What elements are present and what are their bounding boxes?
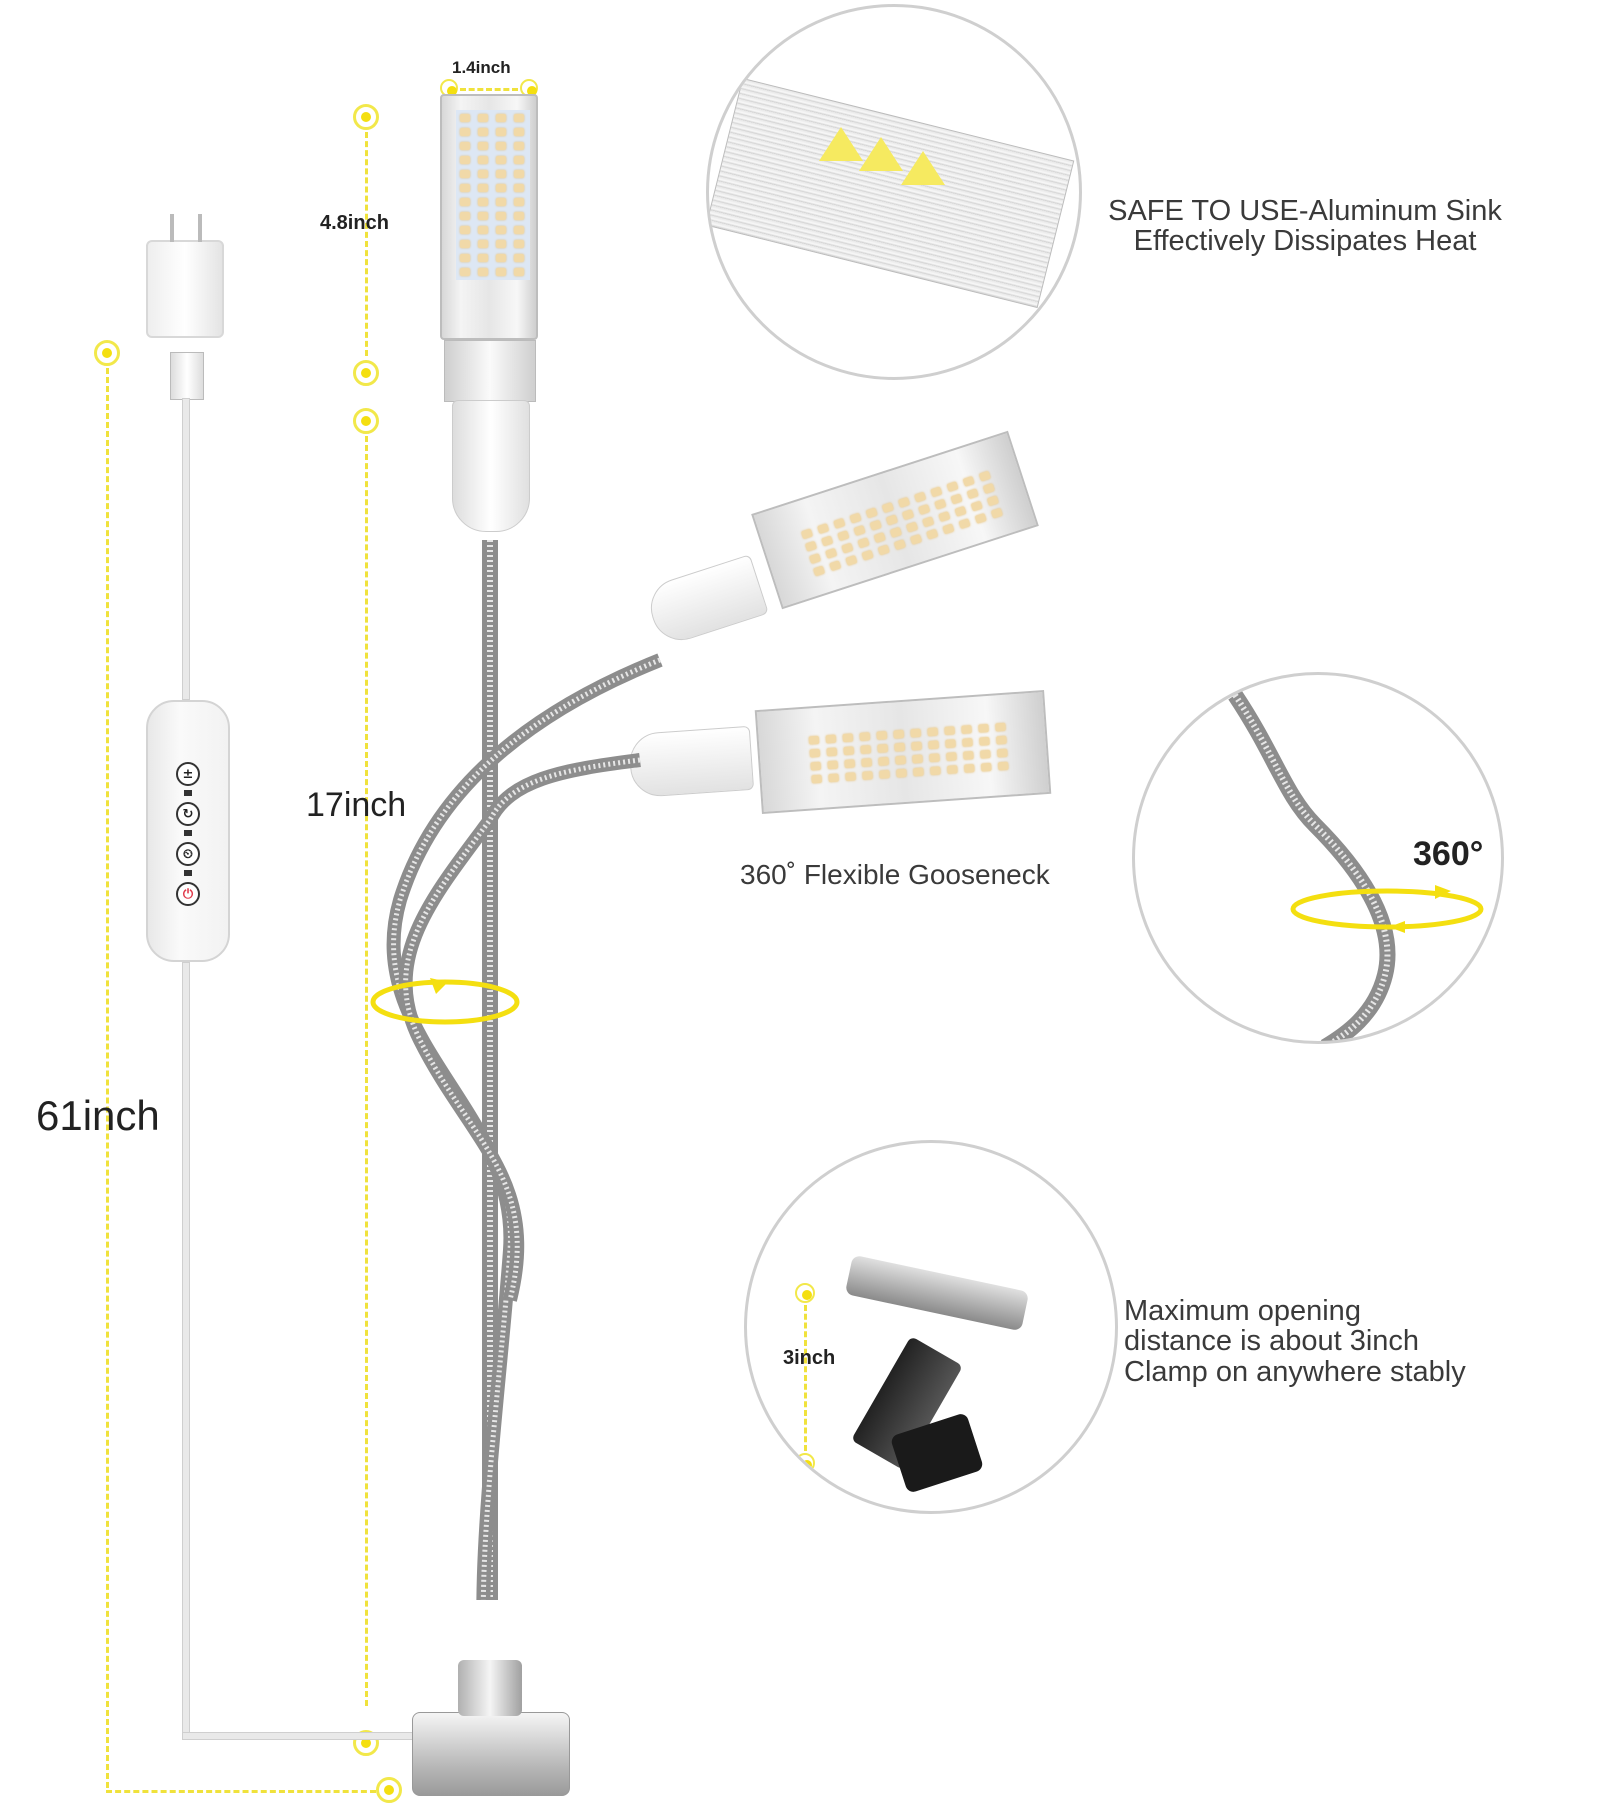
clamp-line1: Maximum opening [1124,1295,1361,1327]
lamp-socket-top [452,400,530,532]
gooseneck-arms [370,540,663,1600]
heat-sink-detail-circle [706,4,1082,380]
adapter-prong-icon [198,214,202,242]
cable-length-top-marker-icon [94,340,120,366]
plus-minus-icon: ± [182,766,194,782]
clamp-callout: Maximum opening distance is about 3inch … [1124,1295,1466,1388]
color-cycle-icon: ↻ [182,806,194,822]
power-icon: ⏻ [182,886,194,902]
heat-sink-bar [709,77,1075,309]
power-button[interactable]: ⏻ [176,882,200,906]
cable-length-bottom-marker-icon [376,1777,402,1803]
led-array [456,110,530,280]
timer-indicator [184,870,192,876]
gooseneck-callout: 360˚ Flexible Gooseneck [740,859,1050,890]
brightness-indicator [184,790,192,796]
dimmer-remote: ± ↻ ⏲ ⏻ [146,700,230,962]
head-width-label: 1.4inch [452,58,511,77]
brightness-button[interactable]: ± [176,762,200,786]
clamp-line2: distance is about 3inch [1124,1325,1420,1358]
gooseneck-dim-line [365,436,368,1706]
heat-arrow-icon [859,137,903,171]
clamp-bottom-marker-icon [795,1453,815,1473]
head-length-dim-line [365,132,368,356]
heat-sink-callout: SAFE TO USE-Aluminum Sink Effectively Di… [1080,196,1530,257]
rotation-badge: 360° [1413,835,1484,873]
heat-sink-line1: SAFE TO USE-Aluminum Sink [1108,195,1502,227]
head-width-dim-line [460,88,518,91]
adapter-prong-icon [170,214,174,242]
color-mode-button[interactable]: ↻ [176,802,200,826]
gooseneck-closeup [1228,690,1484,1041]
clamp-jaw-upper [844,1254,1030,1332]
usb-cable [182,398,190,700]
gooseneck-length-label: 17inch [306,786,407,824]
clamp-top-marker-icon [795,1283,815,1303]
color-mode-indicator [184,830,192,836]
clamp-dim-line [804,1305,807,1451]
lamp-head-top-base [444,340,536,402]
timer-icon: ⏲ [182,846,194,862]
head-length-bottom-marker-icon [353,360,379,386]
timer-button[interactable]: ⏲ [176,842,200,866]
heat-arrow-icon [901,151,945,185]
head-length-top-marker-icon [353,104,379,130]
heat-arrow-icon [819,127,863,161]
clamp-detail-circle: 3inch [744,1140,1118,1514]
head-width-right-marker-icon [520,79,538,97]
head-length-label: 4.8inch [320,212,389,234]
gooseneck-detail-circle: 360° [1132,672,1504,1044]
cable-length-label: 61inch [36,1092,160,1139]
cable-length-dim-line [106,368,109,1788]
lamp-head-top [440,94,538,340]
clamp-upper [458,1660,522,1716]
clamp-line3: Clamp on anywhere stably [1124,1355,1466,1388]
heat-sink-line2: Effectively Dissipates Heat [1133,225,1477,258]
power-adapter [146,214,224,338]
cable-length-bottom-line [106,1790,376,1793]
clamp-base [412,1712,570,1796]
clamp-opening-label: 3inch [783,1347,836,1369]
gooseneck-top-marker-icon [353,408,379,434]
